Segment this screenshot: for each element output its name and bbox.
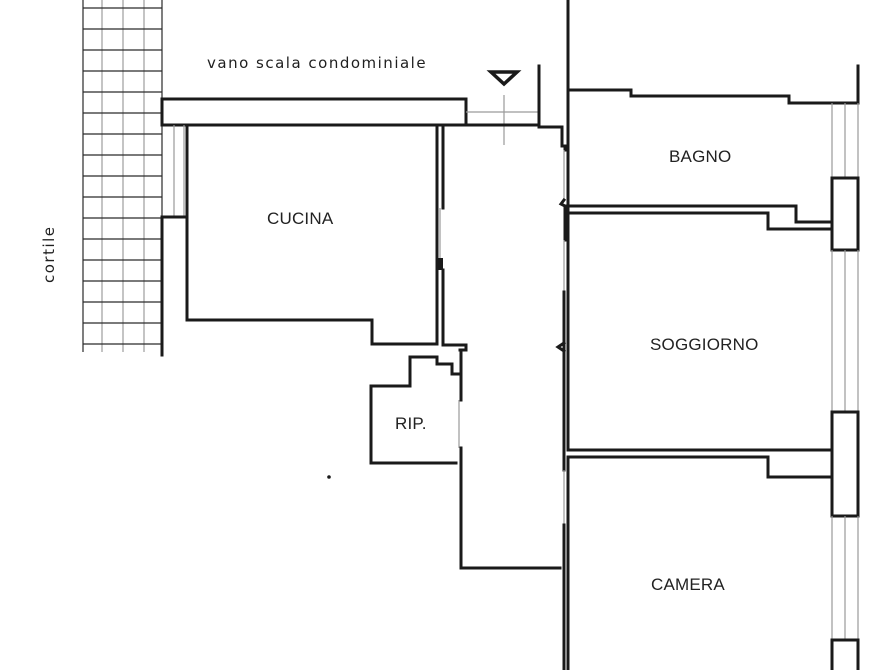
pillar-1	[830, 176, 860, 252]
entrance-marker-icon	[466, 64, 541, 145]
room-label-soggiorno: SOGGIORNO	[650, 335, 759, 354]
courtyard-annotation: cortile	[40, 225, 58, 283]
room-label-bagno: BAGNO	[669, 147, 732, 166]
stairwell-annotation: vano scala condominiale	[207, 54, 428, 72]
stair-landing-slab	[160, 97, 468, 127]
stray-mark	[327, 475, 331, 479]
pillar-2	[830, 410, 860, 518]
room-label-camera: CAMERA	[651, 575, 725, 594]
room-cucina-walls	[160, 125, 468, 357]
corridor-walls	[459, 123, 567, 670]
room-bagno-walls	[564, 64, 860, 224]
room-label-cucina: CUCINA	[267, 209, 334, 228]
room-soggiorno-walls	[566, 0, 859, 452]
courtyard-pavement	[82, 0, 163, 355]
room-camera-walls	[566, 455, 860, 670]
room-label-ripostiglio: RIP.	[395, 414, 427, 433]
room-ripostiglio-walls	[369, 348, 463, 465]
